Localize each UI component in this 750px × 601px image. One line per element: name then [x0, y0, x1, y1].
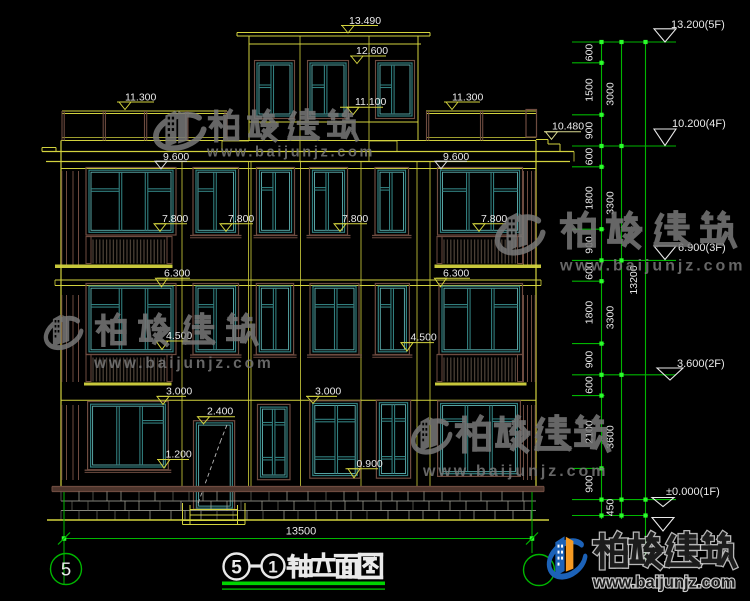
- svg-text:13.200(5F): 13.200(5F): [671, 19, 725, 31]
- svg-text:13.490: 13.490: [349, 15, 381, 27]
- svg-text:900: 900: [584, 475, 596, 493]
- svg-text:3300: 3300: [605, 306, 617, 330]
- svg-text:www.baijunjz.com: www.baijunjz.com: [93, 355, 274, 372]
- svg-text:900: 900: [584, 351, 596, 369]
- svg-text:13500: 13500: [286, 526, 317, 538]
- svg-text:www.baijunjz.com: www.baijunjz.com: [206, 145, 375, 161]
- svg-text:0.900: 0.900: [357, 458, 383, 470]
- svg-text:www.baijunjz.com: www.baijunjz.com: [592, 574, 735, 592]
- svg-text:450: 450: [605, 499, 617, 517]
- svg-text:10.480: 10.480: [552, 121, 584, 133]
- svg-text:4.500: 4.500: [411, 332, 437, 344]
- svg-text:www.baijunjz.com: www.baijunjz.com: [559, 258, 745, 275]
- svg-text:600: 600: [584, 148, 596, 166]
- svg-text:9.600: 9.600: [443, 151, 469, 163]
- svg-text:5: 5: [61, 559, 71, 580]
- svg-text:900: 900: [584, 122, 596, 140]
- svg-text:600: 600: [584, 44, 596, 62]
- svg-text:3.000: 3.000: [166, 386, 192, 398]
- svg-text:3300: 3300: [605, 191, 617, 215]
- svg-text:3.600(2F): 3.600(2F): [677, 358, 725, 370]
- svg-text:±0.000(1F): ±0.000(1F): [666, 486, 720, 498]
- svg-text:1800: 1800: [584, 301, 596, 325]
- svg-text:600: 600: [584, 262, 596, 280]
- svg-text:6.300: 6.300: [164, 268, 190, 280]
- svg-text:5: 5: [231, 558, 242, 579]
- svg-text:11.300: 11.300: [125, 92, 156, 104]
- svg-text:3.000: 3.000: [315, 386, 341, 398]
- svg-text:www.baijunjz.com: www.baijunjz.com: [422, 463, 608, 480]
- svg-text:2.400: 2.400: [207, 406, 233, 418]
- svg-text:1500: 1500: [584, 78, 596, 102]
- svg-text:12.600: 12.600: [356, 45, 388, 57]
- svg-text:7.800: 7.800: [342, 213, 368, 225]
- svg-text:3000: 3000: [605, 82, 617, 106]
- svg-text:11.100: 11.100: [355, 96, 386, 108]
- svg-text:600: 600: [584, 376, 596, 394]
- svg-text:9.600: 9.600: [163, 151, 189, 163]
- svg-text:7.800: 7.800: [162, 213, 188, 225]
- svg-text:7.800: 7.800: [228, 213, 254, 225]
- svg-text:6.300: 6.300: [443, 268, 469, 280]
- svg-text:1.200: 1.200: [166, 449, 192, 461]
- svg-text:11.300: 11.300: [452, 92, 483, 104]
- svg-text:1800: 1800: [584, 186, 596, 210]
- svg-text:10.200(4F): 10.200(4F): [672, 118, 726, 130]
- svg-text:7.800: 7.800: [481, 213, 507, 225]
- svg-text:1: 1: [268, 558, 277, 577]
- svg-text:13200: 13200: [628, 265, 640, 294]
